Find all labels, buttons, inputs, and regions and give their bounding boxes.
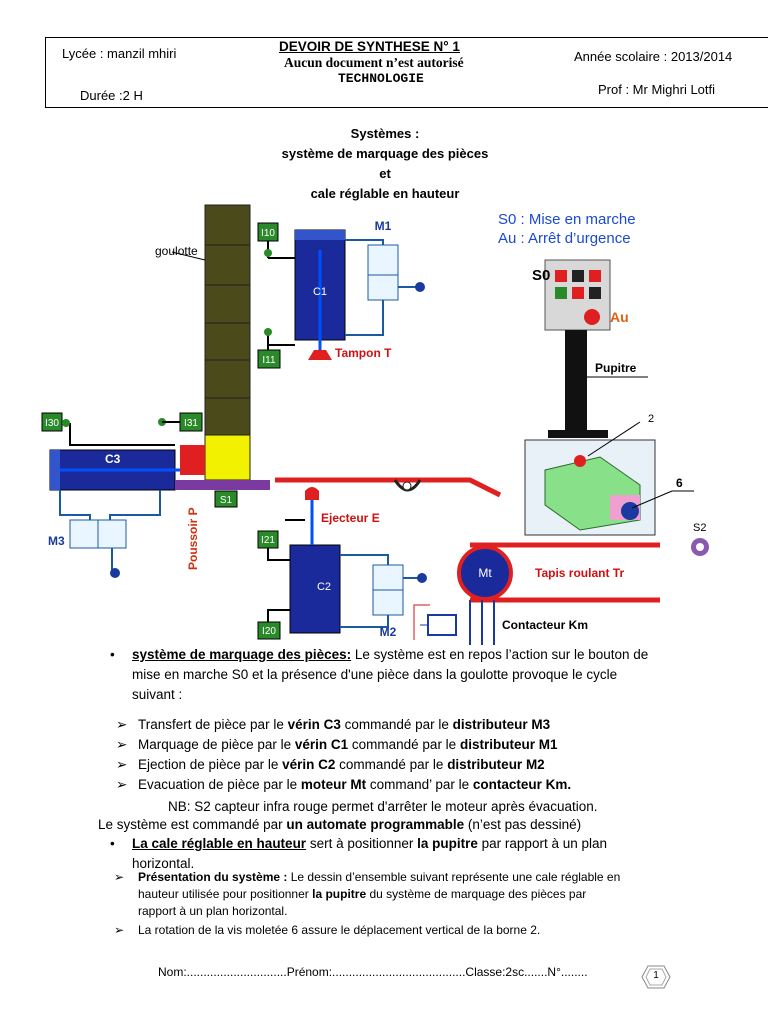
distributor-m1	[345, 239, 425, 336]
i30-label: I30	[45, 418, 59, 429]
goulotte-label: goulotte	[155, 244, 198, 258]
cylinder-c2	[289, 500, 341, 634]
c1-label: C1	[313, 286, 327, 298]
nb-note: NB: S2 capteur infra rouge permet d'arrê…	[168, 799, 598, 814]
presentation-heading: Présentation du système :	[138, 870, 288, 884]
poussoir-plate	[175, 480, 270, 490]
goulotte-stack	[204, 204, 251, 481]
automate-note: Le système est commandé par un automate …	[98, 817, 582, 832]
page-number: 1	[653, 970, 659, 981]
contacteur-label: Contacteur Km	[502, 618, 588, 632]
system-diagram: goulotte C1 Tampon T I10 I11 M1 C3 I30 I…	[41, 204, 709, 645]
label-6: 6	[676, 476, 683, 490]
goulotte-pointer	[171, 251, 206, 261]
school-year: Année scolaire : 2013/2014	[574, 49, 733, 64]
m2-label: M2	[380, 625, 397, 639]
s2-label: S2	[693, 522, 706, 534]
section1-line2: mise en marche S0 et la présence d'une p…	[132, 667, 618, 682]
section2-heading: La cale réglable en hauteur	[132, 836, 307, 851]
student-fields: Nom:..............................Prénom…	[158, 965, 588, 979]
presentation-block: ➢ Présentation du système : Le dessin d’…	[114, 869, 734, 939]
sensor-i30	[41, 412, 63, 432]
cylinder-c1	[294, 229, 346, 360]
label-2: 2	[648, 413, 654, 425]
cylinder-c3	[49, 445, 205, 491]
s0-legend: S0 : Mise en marche	[498, 211, 636, 228]
title-line-4: cale réglable en hauteur	[310, 186, 460, 201]
section1-line3: suivant :	[132, 687, 183, 702]
poussoir-label: Poussoir P	[186, 507, 200, 570]
exam-title: DEVOIR DE SYNTHESE N° 1	[279, 39, 460, 54]
no-document-note: Aucun document n’est autorisé	[284, 55, 464, 70]
i11-label: I11	[262, 355, 276, 366]
pupitre-label: Pupitre	[595, 361, 637, 375]
conveyor-belt	[457, 542, 660, 603]
rotation-note: La rotation de la vis moletée 6 assure l…	[138, 923, 541, 937]
title-line-1: Systèmes :	[350, 126, 420, 141]
step-3: ➢Ejection de pièce par le vérin C2 comma…	[116, 757, 545, 772]
page-number-badge: 1	[638, 963, 674, 991]
au-label: Au	[610, 309, 629, 325]
m3-label: M3	[48, 534, 65, 548]
page-title: Systèmes : système de marquage des pièce…	[230, 124, 540, 204]
teacher: Prof : Mr Mighri Lotfi	[598, 82, 716, 97]
cycle-steps: ➢Transfert de pièce par le vérin C3 comm…	[110, 717, 730, 797]
control-box	[544, 259, 611, 331]
header-box: Lycée : manzil mhiri Durée :2 H DEVOIR D…	[45, 37, 768, 108]
ejecteur	[305, 487, 319, 500]
c2-label: C2	[317, 581, 331, 593]
pupitre-column	[565, 330, 587, 430]
au-legend: Au : Arrêt d’urgence	[498, 230, 631, 247]
section1-heading: système de marquage des pièces:	[132, 647, 352, 662]
i10-label: I10	[261, 228, 275, 239]
section1-intro: Le système est en repos l’action sur le …	[351, 647, 649, 662]
step-1: ➢Transfert de pièce par le vérin C3 comm…	[116, 717, 551, 732]
school-name: Lycée : manzil mhiri	[62, 46, 177, 61]
rail	[275, 477, 502, 498]
tapis-label: Tapis roulant Tr	[535, 566, 624, 580]
step-4: ➢Evacuation de pièce par le moteur Mt co…	[116, 777, 572, 792]
contacteur-km	[413, 600, 495, 645]
section-cale: • La cale réglable en hauteur sert à pos…	[110, 834, 740, 874]
bullet-dot-2: •	[110, 836, 115, 851]
section2-line2: horizontal.	[132, 856, 195, 871]
distributor-m3	[59, 490, 161, 578]
s0-label: S0	[532, 267, 550, 284]
c3-label: C3	[105, 452, 121, 466]
m1-label: M1	[375, 219, 392, 233]
sensor-s1	[214, 490, 238, 508]
i31-label: I31	[184, 418, 198, 429]
i20-label: I20	[262, 626, 276, 637]
s1-label: S1	[220, 495, 233, 506]
section-marquage: • système de marquage des pièces: Le sys…	[110, 645, 740, 705]
cale-reglable-image	[524, 439, 656, 536]
step-2: ➢Marquage de pièce par le vérin C1 comma…	[116, 737, 558, 752]
ejecteur-label: Ejecteur E	[321, 511, 380, 525]
bullet-dot: •	[110, 647, 115, 662]
subject: TECHNOLOGIE	[338, 71, 424, 86]
tampon-label: Tampon T	[335, 346, 392, 360]
distributor-m2	[340, 554, 427, 628]
title-line-3: et	[379, 166, 391, 181]
title-line-2: système de marquage des pièces	[281, 146, 489, 161]
duration: Durée :2 H	[80, 88, 143, 103]
i21-label: I21	[261, 535, 275, 546]
presentation-line3: rapport à un plan horizontal.	[138, 904, 288, 918]
motor-mt-label: Mt	[478, 566, 492, 580]
